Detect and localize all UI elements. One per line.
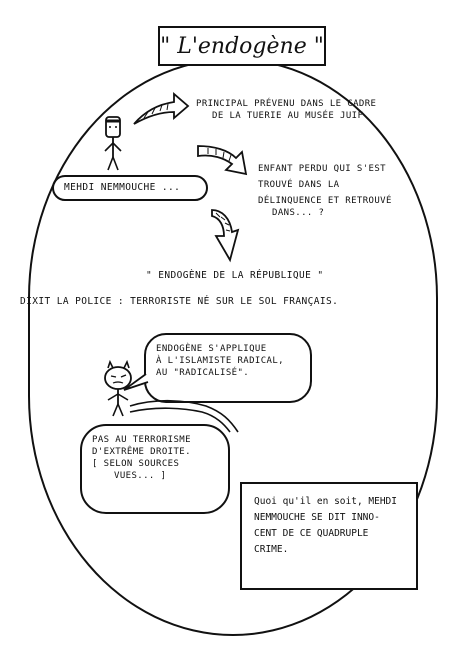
caption-principal-suspect: PRINCIPAL PRÉVENU DANS LE CADRE DE LA TU… <box>196 98 416 122</box>
caption-line: ENFANT PERDU QUI S'EST <box>258 164 387 174</box>
bubble-line: ENDOGÈNE S'APPLIQUE <box>156 344 267 354</box>
curved-arrow-icon-down-left <box>208 208 254 268</box>
caption-line: PRINCIPAL PRÉVENU DANS LE CADRE <box>196 99 377 109</box>
bubble-line: À L'ISLAMISTE RADICAL, <box>156 356 285 367</box>
name-box: MEHDI NEMMOUCHE ... <box>52 175 208 201</box>
page-title: " L'endogène " <box>158 26 326 66</box>
bubble-line: [ SELON SOURCES <box>92 459 180 470</box>
bubble-line: D'EXTRÊME DROITE. <box>92 447 191 458</box>
caption-line: DANS... ? <box>272 208 325 219</box>
quote-endogene-republique: " ENDOGÈNE DE LA RÉPUBLIQUE " <box>146 270 324 281</box>
caption-line: DE LA TUERIE AU MUSÉE JUIF <box>212 111 364 122</box>
bubble-connector-line <box>126 396 246 440</box>
note-line: NEMMOUCHE SE DIT INNO- <box>254 512 380 524</box>
bubble-line: VUES... ] <box>114 471 167 482</box>
caption-lost-child: ENFANT PERDU QUI S'EST TROUVÉ DANS LA DÉ… <box>258 163 438 220</box>
caption-line: DÉLINQUENCE ET RETROUVÉ <box>258 196 392 207</box>
note-line: CRIME. <box>254 544 289 556</box>
bubble-line: PAS AU TERRORISME <box>92 435 191 445</box>
speech-bubble-endogene: ENDOGÈNE S'APPLIQUE À L'ISLAMISTE RADICA… <box>144 333 312 403</box>
curved-arrow-icon-down <box>196 138 256 182</box>
name-label: MEHDI NEMMOUCHE ... <box>64 181 181 193</box>
curved-arrow-icon-right <box>130 88 192 134</box>
note-line: Quoi qu'il en soit, MEHDI <box>254 496 397 507</box>
note-line: CENT DE CE QUADRUPLE <box>254 528 369 540</box>
bubble-line: AU "RADICALISÉ". <box>156 368 250 379</box>
speech-bubble-extreme-droite: PAS AU TERRORISME D'EXTRÊME DROITE. [ SE… <box>80 424 230 514</box>
police-statement: DIXIT LA POLICE : TERRORISTE NÉ SUR LE S… <box>20 296 339 307</box>
caption-line: TROUVÉ DANS LA <box>258 180 340 191</box>
stick-figure-horned <box>100 359 140 426</box>
note-box-innocence: Quoi qu'il en soit, MEHDI NEMMOUCHE SE D… <box>240 482 418 590</box>
speech-bubble-tail <box>122 372 150 398</box>
stick-figure-man <box>100 115 130 189</box>
